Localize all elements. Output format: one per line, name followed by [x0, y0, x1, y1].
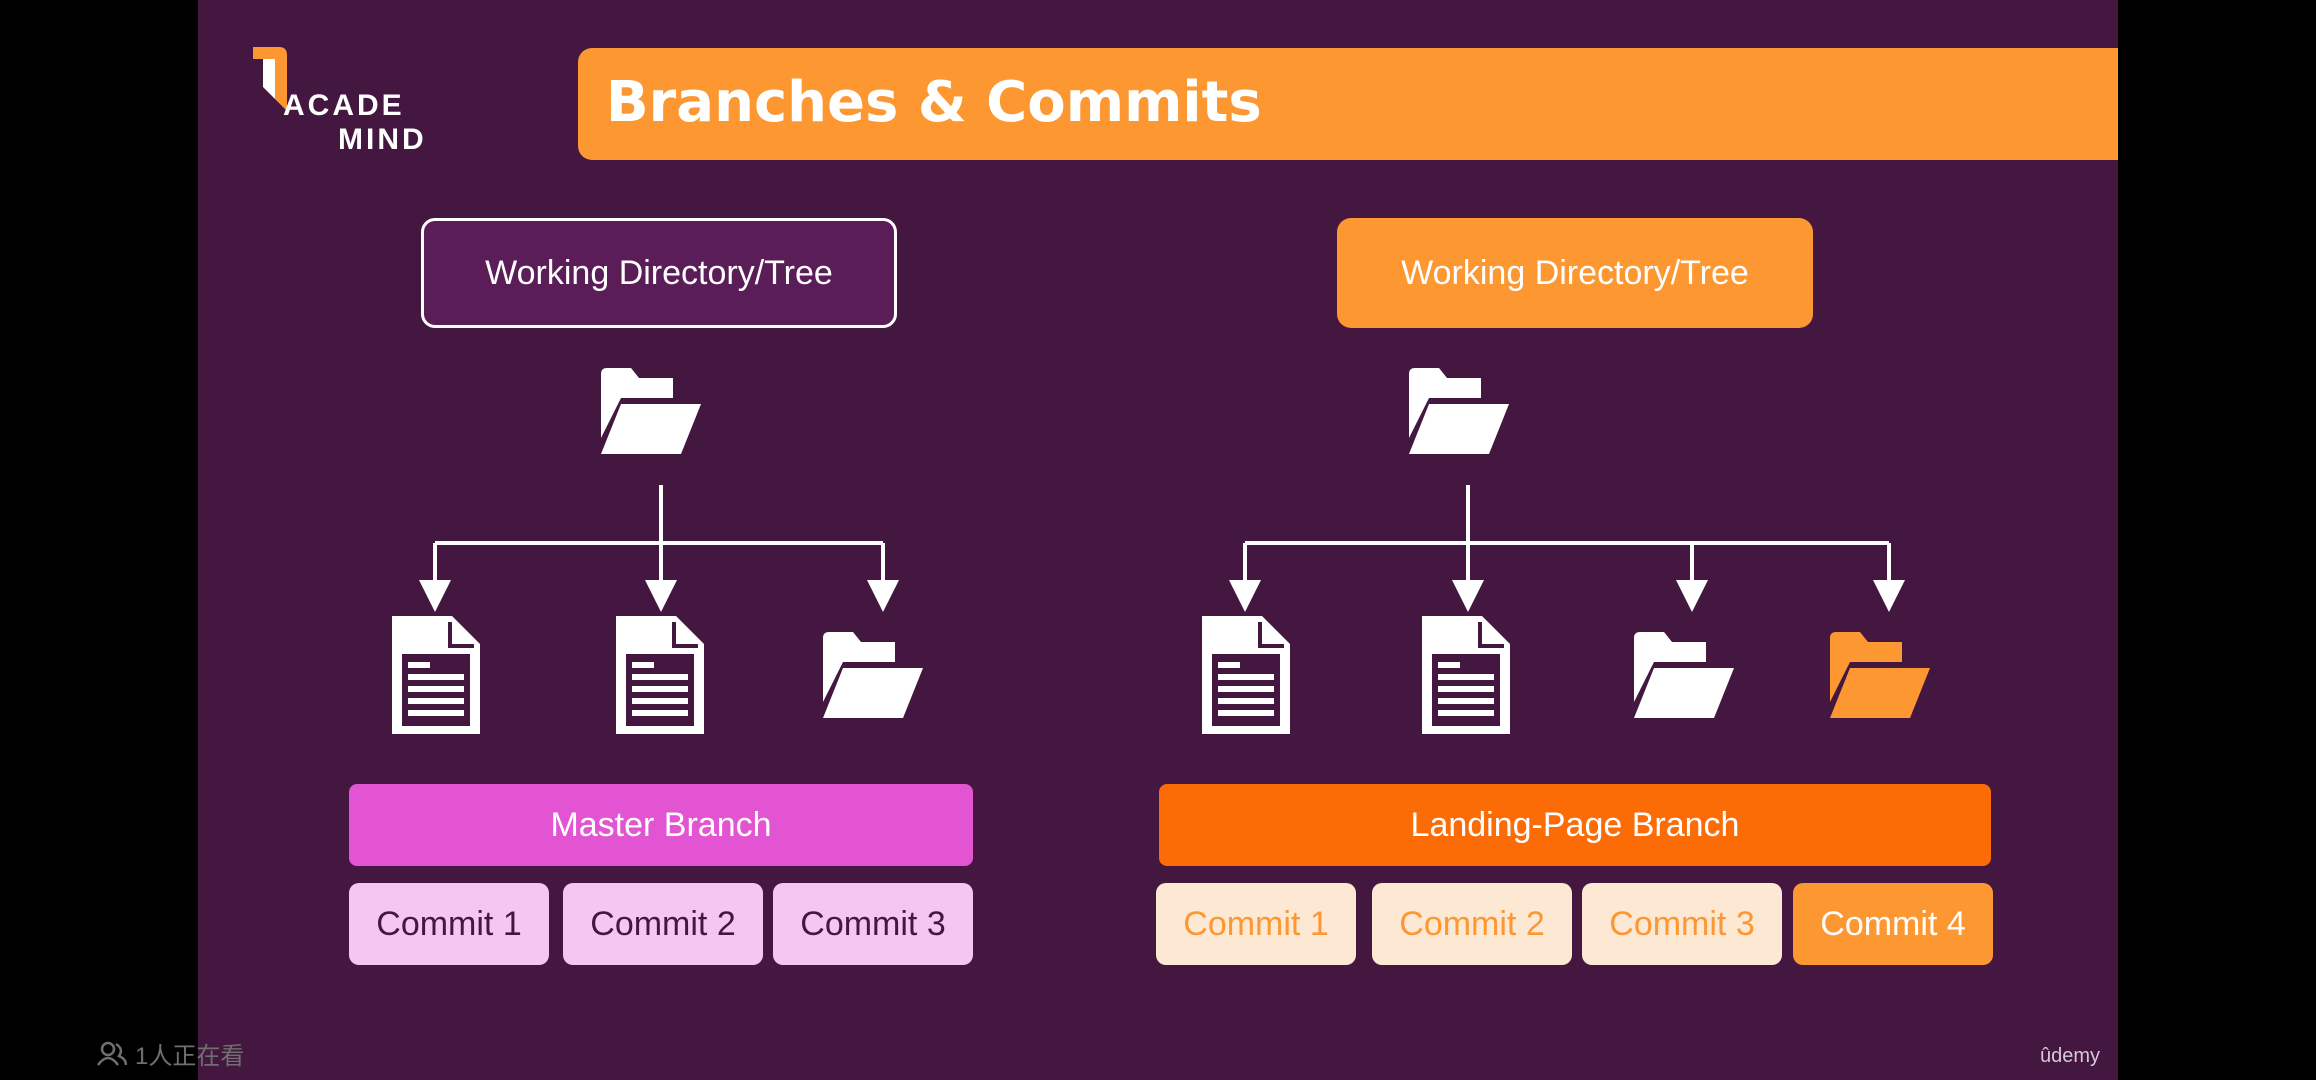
folder-icon: [601, 368, 701, 454]
commit-box: Commit 2: [1372, 883, 1572, 965]
document-icon: [614, 614, 706, 736]
folder-icon: [1634, 632, 1734, 718]
viewer-count-text: 1人正在看: [135, 1043, 245, 1070]
logo-text: ACADE: [283, 89, 405, 122]
commit-box: Commit 4: [1793, 883, 1993, 965]
new-folder-icon: [1830, 632, 1930, 718]
logo-text: MIND: [338, 123, 427, 156]
logo-mark-icon: [253, 47, 287, 111]
landing-page-branch-bar: Landing-Page Branch: [1159, 784, 1991, 866]
commit-box: Commit 3: [773, 883, 973, 965]
slide: ACADE MIND Branches & Commits Working Di…: [198, 0, 2118, 1080]
document-icon: [390, 614, 482, 736]
viewers-icon: [97, 1041, 127, 1066]
folder-icon: [1409, 368, 1509, 454]
working-directory-box: Working Directory/Tree: [421, 218, 897, 328]
commit-box: Commit 2: [563, 883, 763, 965]
diagram-graphics: [390, 368, 1930, 736]
commit-box: Commit 1: [349, 883, 549, 965]
slide-title: Branches & Commits: [606, 70, 1262, 135]
title-banner: Branches & Commits: [578, 48, 2118, 160]
working-directory-box: Working Directory/Tree: [1337, 218, 1813, 328]
folder-icon: [823, 632, 923, 718]
viewer-count: 1人正在看: [97, 1036, 244, 1071]
commit-box: Commit 1: [1156, 883, 1356, 965]
master-branch-bar: Master Branch: [349, 784, 973, 866]
document-icon: [1420, 614, 1512, 736]
commit-box: Commit 3: [1582, 883, 1782, 965]
academind-logo: ACADE MIND: [253, 45, 443, 165]
udemy-watermark: ûdemy: [2040, 1045, 2101, 1067]
document-icon: [1200, 614, 1292, 736]
